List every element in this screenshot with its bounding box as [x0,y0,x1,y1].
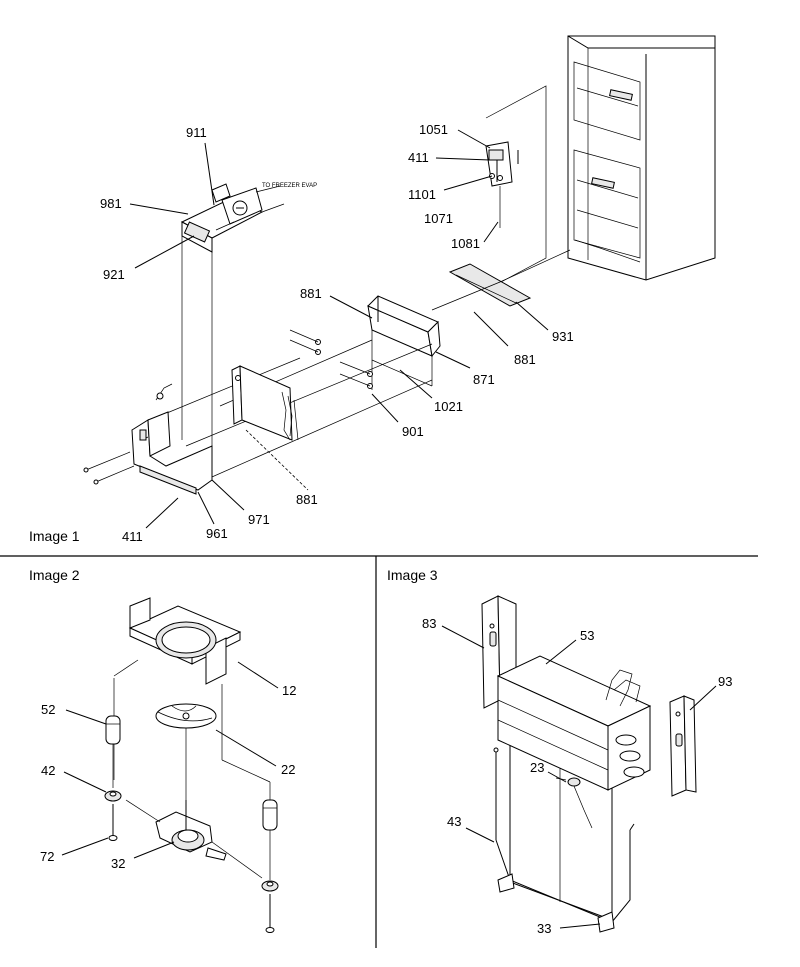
callout-411-bottom: 411 [122,529,143,544]
callout-1101: 1101 [408,187,436,202]
callout-83: 83 [422,616,436,631]
fan-blade [155,703,217,729]
image3-leaders [441,625,717,929]
damper-bracket [485,141,519,228]
callout-981: 981 [100,196,122,211]
callout-931: 931 [552,329,574,344]
callout-1051: 1051 [419,122,448,137]
evaporator-coil [496,655,652,791]
callout-42: 42 [41,763,55,778]
image2-leaders [61,661,279,859]
callout-43: 43 [447,814,461,829]
callout-871: 871 [473,372,495,387]
defrost-heater [493,747,635,933]
callout-23: 23 [530,760,544,775]
grommet-52-left [105,715,121,745]
image3-title: Image 3 [387,567,438,583]
image3-drawing [481,595,697,933]
grommet-52-right [262,799,278,831]
freezer-note: TO FREEZER EVAP [262,183,317,189]
image2-title: Image 2 [29,567,80,583]
fan-shroud [128,597,242,685]
callout-33: 33 [537,921,551,936]
image3-callouts: 83 53 93 23 43 33 [422,616,732,936]
callout-881-top: 881 [300,286,322,301]
back-panel-outline [485,85,547,291]
callout-52: 52 [41,702,55,717]
callout-1021: 1021 [434,399,463,414]
fan-duct-housing [180,183,264,253]
callout-881-bottom: 881 [296,492,318,507]
callout-53: 53 [580,628,594,643]
main-duct-box [367,295,441,390]
screw-72-left [108,804,118,841]
image1-leaders [129,129,549,529]
screw-72-right [265,894,275,933]
callout-411-top: 411 [408,150,429,165]
screws-411 [83,451,135,485]
callout-901: 901 [402,424,424,439]
bracket-931 [448,263,532,307]
image2-drawing [104,597,279,933]
callout-881-mid: 881 [514,352,536,367]
screws-881 [289,329,373,389]
callout-12: 12 [282,683,296,698]
fan-motor [125,799,263,879]
callout-911: 911 [186,125,207,140]
callout-93: 93 [718,674,732,689]
image1-callouts: 911 981 921 1051 411 1101 1071 1081 881 … [100,122,574,544]
refrigerator-cabinet [567,35,716,281]
callout-971: 971 [248,512,270,527]
image1-drawing [83,35,716,495]
callout-72: 72 [40,849,54,864]
callout-32: 32 [111,856,125,871]
callout-1071: 1071 [424,211,453,226]
callout-22: 22 [281,762,295,777]
callout-961: 961 [206,526,228,541]
image2-callouts: 12 52 22 42 72 32 [40,683,296,871]
middle-bracket [231,365,299,441]
callout-1081: 1081 [451,236,480,251]
callout-921: 921 [103,267,125,282]
image1-title: Image 1 [29,528,80,544]
lower-front-panel [131,383,213,495]
side-bracket-93 [669,695,697,797]
